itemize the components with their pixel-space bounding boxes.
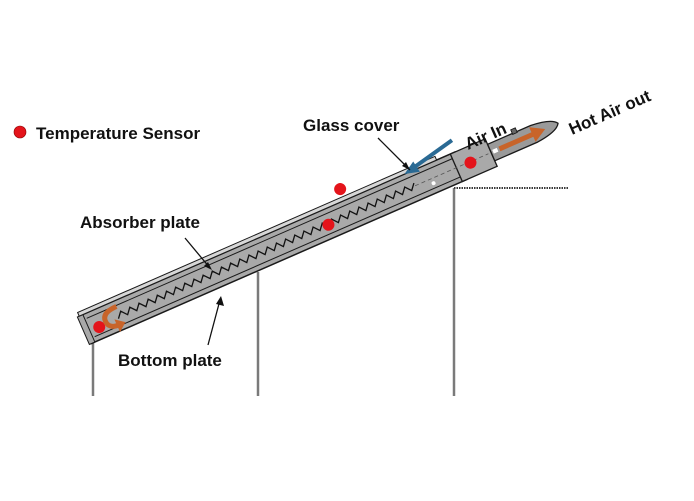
bottom-plate-label: Bottom plate bbox=[118, 351, 222, 370]
duct-centerline bbox=[414, 153, 489, 187]
support-legs bbox=[91, 187, 569, 396]
absorber-mid-sensor bbox=[322, 218, 335, 231]
glass-sensor bbox=[334, 183, 347, 196]
outlet-sensor bbox=[464, 156, 477, 169]
bottom-plate bbox=[78, 151, 468, 345]
absorber-leader-head bbox=[204, 262, 212, 270]
duct-rivet bbox=[431, 181, 436, 186]
legend-label: Temperature Sensor bbox=[36, 124, 200, 143]
u-turn-arrowhead bbox=[114, 319, 126, 333]
glass-cover bbox=[76, 155, 438, 317]
hot-air-arrow-icon bbox=[498, 131, 536, 152]
leader-lines bbox=[184, 137, 411, 346]
casing-line-top bbox=[86, 156, 458, 319]
absorber-plate-label: Absorber plate bbox=[80, 213, 200, 232]
air-in-arrow-icon bbox=[411, 138, 454, 170]
bottom-plate-leader-head bbox=[216, 296, 224, 306]
absorber-plate bbox=[117, 182, 415, 319]
glass-cover-label: Glass cover bbox=[303, 116, 400, 135]
absorber-leader bbox=[184, 237, 211, 269]
inlet-sensor bbox=[93, 321, 106, 334]
glass-cover-leader-head bbox=[402, 162, 410, 170]
nozzle-tip bbox=[492, 147, 499, 154]
bottom-plate-leader bbox=[207, 299, 221, 346]
nozzle-clip bbox=[510, 127, 518, 135]
legend: Temperature Sensor bbox=[13, 124, 200, 143]
u-turn-arrow-icon bbox=[102, 304, 121, 329]
hot-air-arrowhead bbox=[529, 127, 546, 142]
air-in-arrowhead bbox=[404, 161, 420, 175]
collector-body bbox=[76, 120, 559, 346]
casing-line-bottom bbox=[94, 174, 466, 338]
hot-air-out-label: Hot Air out bbox=[566, 86, 654, 138]
temperature-sensor-legend-icon bbox=[13, 125, 27, 139]
